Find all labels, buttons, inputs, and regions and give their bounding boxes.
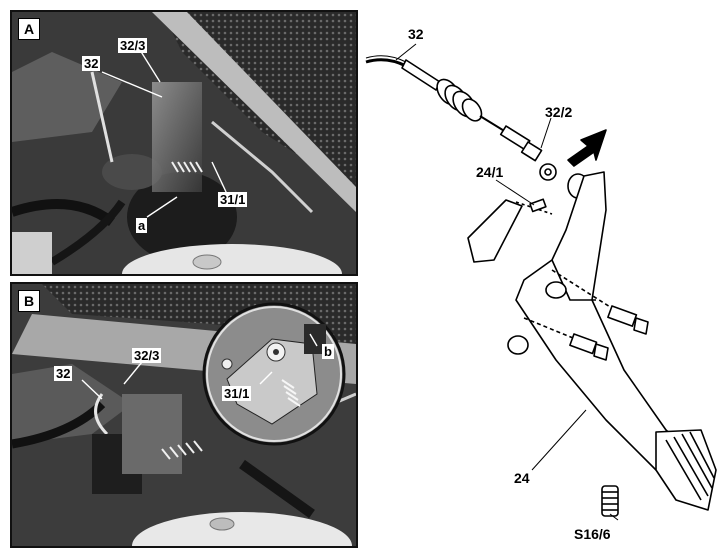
bushing	[507, 335, 529, 355]
callout-a: a	[136, 218, 148, 233]
callout-32-b: 32	[54, 366, 73, 381]
label-32-cable: 32	[408, 26, 424, 42]
direction-arrow-icon	[567, 129, 607, 167]
stop-lamp-switch	[601, 485, 619, 517]
callout-31-1-b: 31/1	[222, 386, 252, 401]
callout-32-a: 32	[82, 56, 101, 71]
photo-panel-b: B 32 32/3 31/1 b	[10, 282, 358, 548]
photo-a-scene	[12, 12, 356, 274]
mounting-bolt-upper	[551, 269, 649, 335]
panel-letter-a: A	[18, 18, 40, 40]
callout-31-1-a: 31/1	[218, 192, 248, 207]
cable-bellows	[436, 78, 483, 122]
callout-32-3-b: 32/3	[132, 348, 162, 363]
panel-letter-b: B	[18, 290, 40, 312]
callout-32-3-a: 32/3	[118, 38, 148, 53]
label-24-pedal: 24	[514, 470, 530, 486]
photo-b-scene	[12, 284, 356, 546]
pedal-assembly-drawing	[365, 43, 717, 521]
cable-end-32-2	[499, 125, 557, 181]
label-32-2: 32/2	[545, 104, 573, 120]
bolt-24-1	[515, 198, 553, 215]
callout-b: b	[322, 344, 334, 359]
mounting-bolt-lower	[523, 317, 609, 361]
label-s16-6: S16/6	[574, 526, 611, 542]
label-24-1: 24/1	[476, 164, 504, 180]
photo-panel-a: A 32 32/3 a 31/1	[10, 10, 358, 276]
pedal-pad	[655, 429, 717, 511]
